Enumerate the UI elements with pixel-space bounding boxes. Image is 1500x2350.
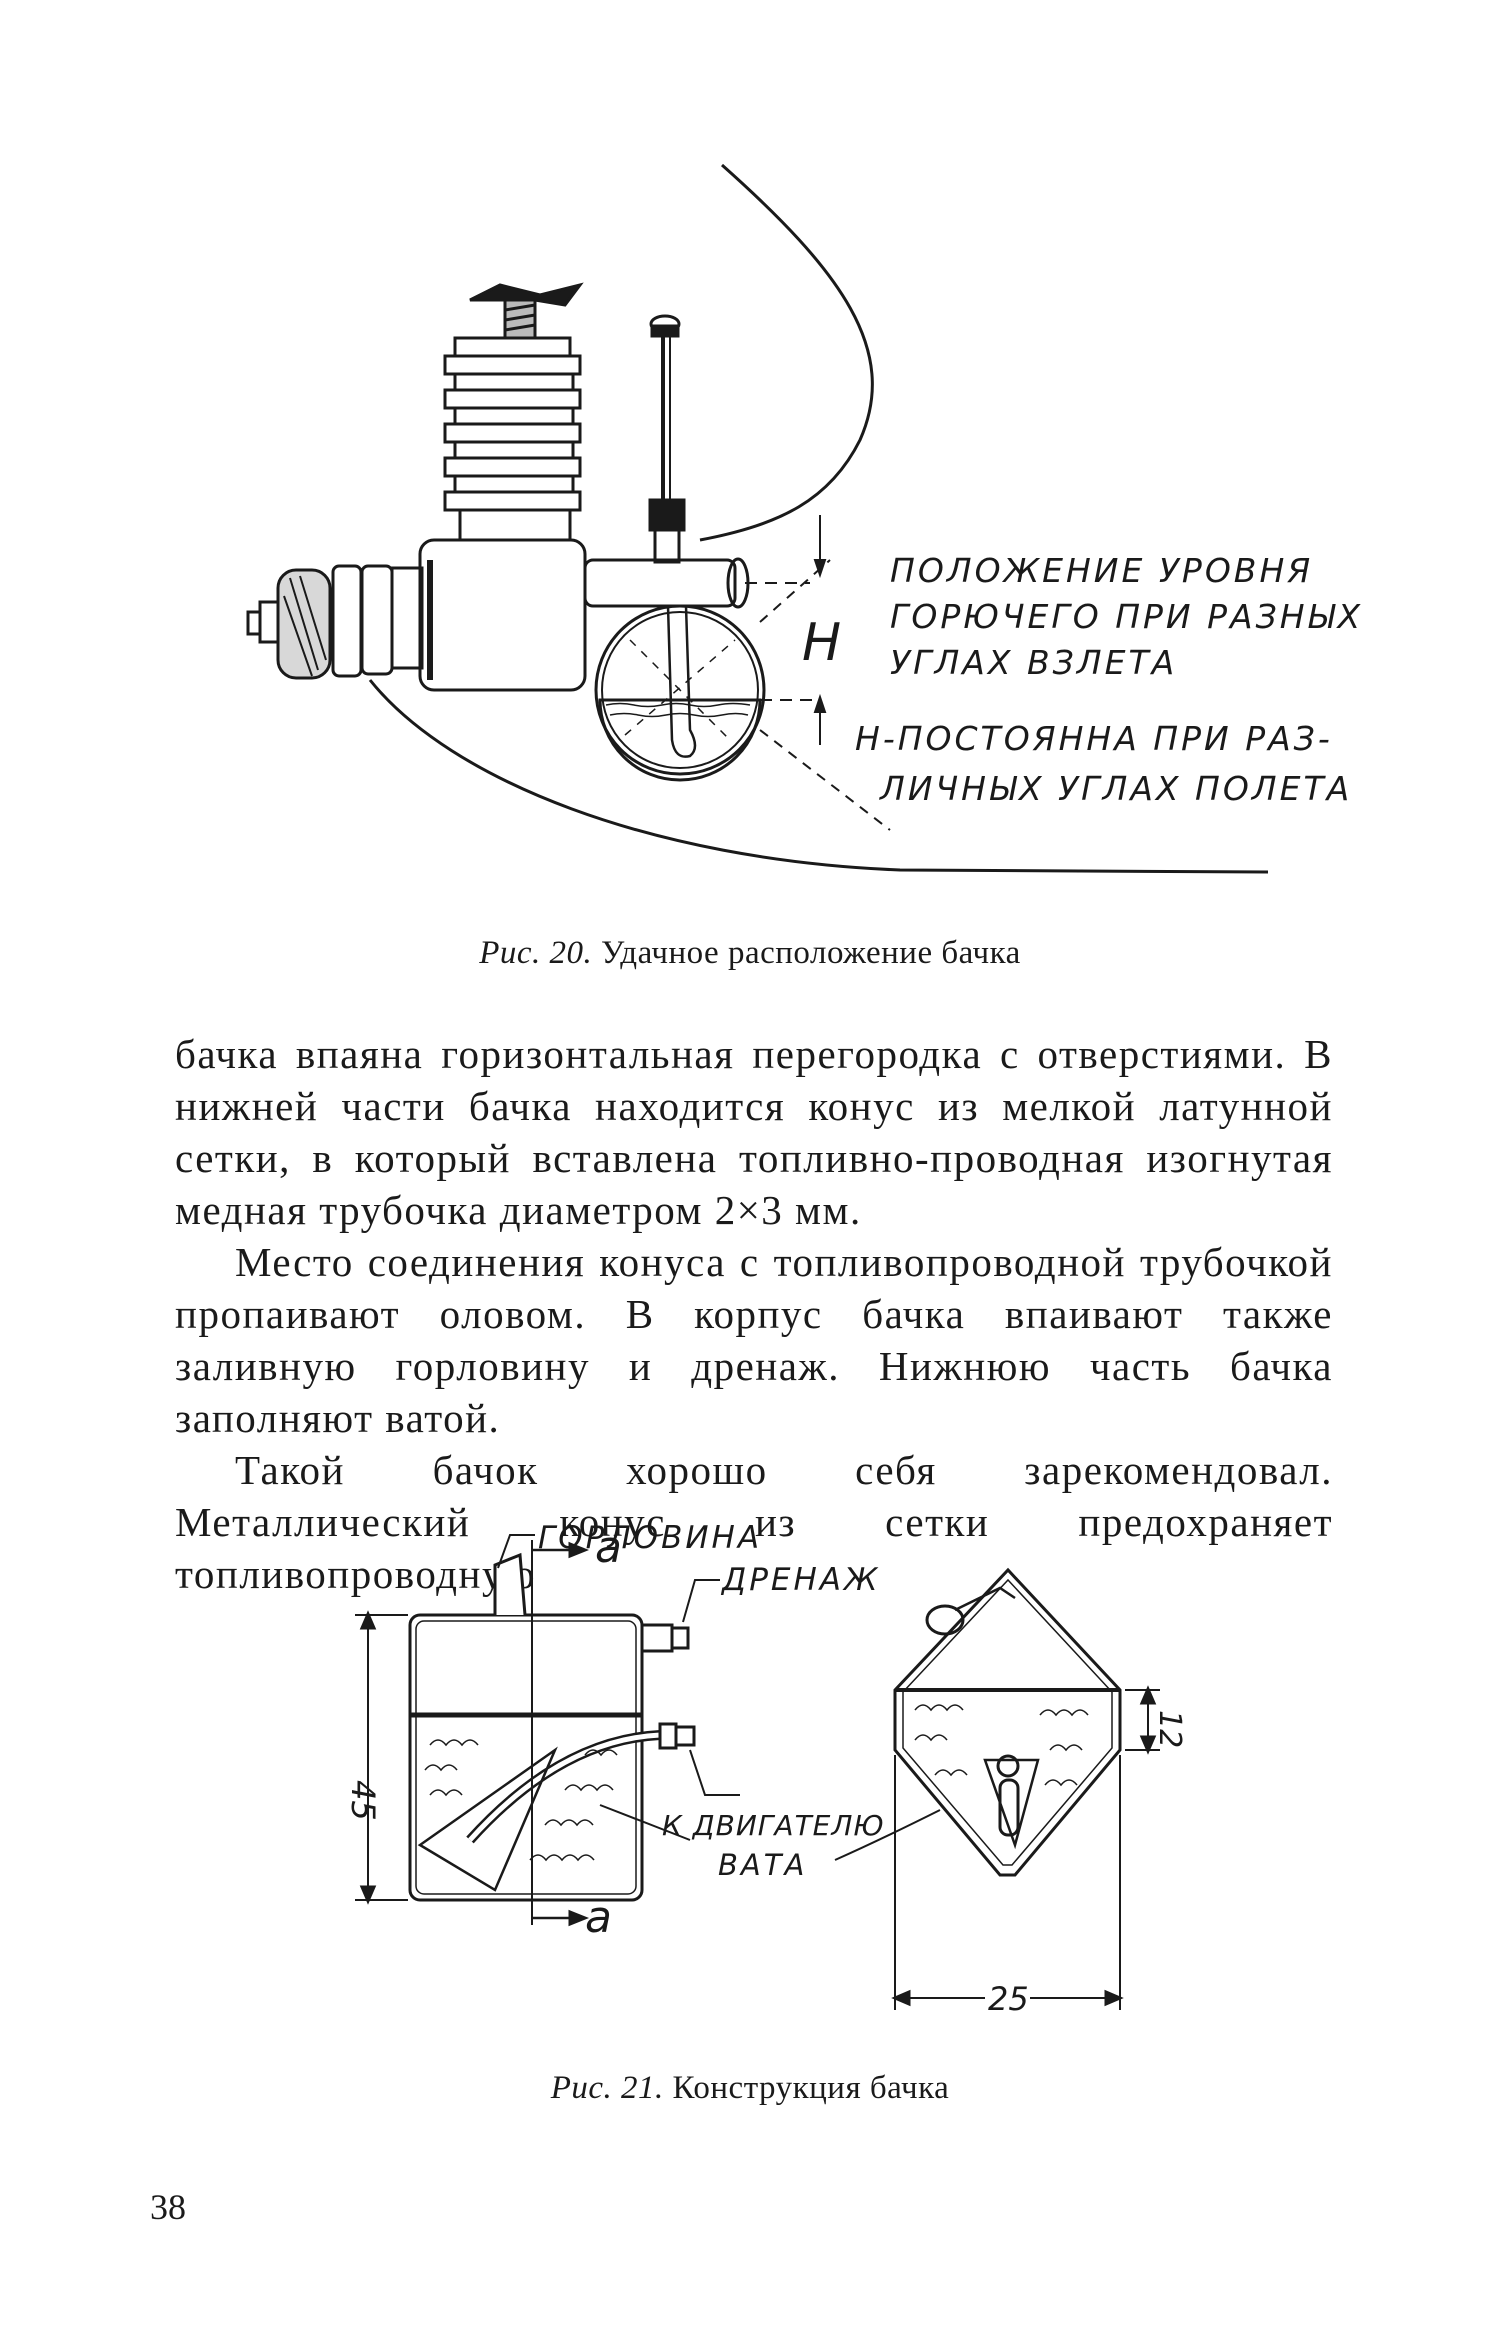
h-constant-line1: Н-ПОСТОЯННА ПРИ РАЗ- bbox=[855, 719, 1333, 758]
paragraph-1: бачка впаяна горизонтальная перегородка … bbox=[175, 1031, 1333, 1233]
body-text: бачка впаяна горизонтальная перегородка … bbox=[175, 1028, 1333, 1600]
figure-20-caption-label: Рис. 20. bbox=[479, 935, 593, 971]
to-engine-label: К ДВИГАТЕЛЮ bbox=[662, 1809, 885, 1842]
dimension-12: 12 bbox=[1152, 1710, 1187, 1748]
figure-21-caption: Рис. 21. Конструкция бачка bbox=[0, 2070, 1500, 2107]
level-label-line1: ПОЛОЖЕНИЕ УРОВНЯ bbox=[890, 551, 1313, 590]
fuselage-upper-curve bbox=[699, 163, 874, 542]
engine-drawing bbox=[246, 282, 750, 692]
drain-label: ДРЕНАЖ bbox=[720, 1562, 880, 1598]
fuel-tank bbox=[594, 604, 766, 782]
fuselage-lower-curve bbox=[368, 679, 1269, 874]
h-constant-line2: ЛИЧНЫХ УГЛАХ ПОЛЕТА bbox=[879, 769, 1352, 808]
tank-side-view bbox=[355, 1534, 740, 1927]
figure-21-caption-label: Рис. 21. bbox=[550, 2070, 664, 2106]
h-marker: Н bbox=[802, 613, 841, 673]
figure-21: ГОРЛОВИНА ДРЕНАЖ К ДВИГАТЕЛЮ ВАТА а а 45… bbox=[344, 1520, 1187, 2018]
figure-21-caption-text: Конструкция бачка bbox=[672, 2070, 950, 2106]
section-mark-top: а bbox=[595, 1522, 622, 1573]
tank-cross-section bbox=[834, 1567, 1160, 2010]
level-label-line3: УГЛАХ ВЗЛЕТА bbox=[890, 643, 1177, 682]
dimension-25: 25 bbox=[988, 1980, 1029, 2018]
paragraph-2: Место соединения конуса с топливопроводн… bbox=[175, 1239, 1333, 1441]
neck-label: ГОРЛОВИНА bbox=[538, 1520, 762, 1556]
figure-20-caption-text: Удачное расположение бачка bbox=[601, 935, 1021, 971]
section-mark-bottom: а bbox=[585, 1892, 612, 1943]
cotton-label: ВАТА bbox=[718, 1848, 807, 1882]
figure-20-caption: Рис. 20. Удачное расположение бачка bbox=[0, 935, 1500, 972]
paragraph-3: Такой бачок хорошо себя зарекомендовал. … bbox=[175, 1447, 1333, 1597]
figure-20: ПОЛОЖЕНИЕ УРОВНЯ ГОРЮЧЕГО ПРИ РАЗНЫХ УГЛ… bbox=[246, 163, 1363, 874]
dimension-45: 45 bbox=[344, 1780, 382, 1821]
level-label-line2: ГОРЮЧЕГО ПРИ РАЗНЫХ bbox=[890, 597, 1363, 636]
page-number: 38 bbox=[150, 2187, 186, 2227]
